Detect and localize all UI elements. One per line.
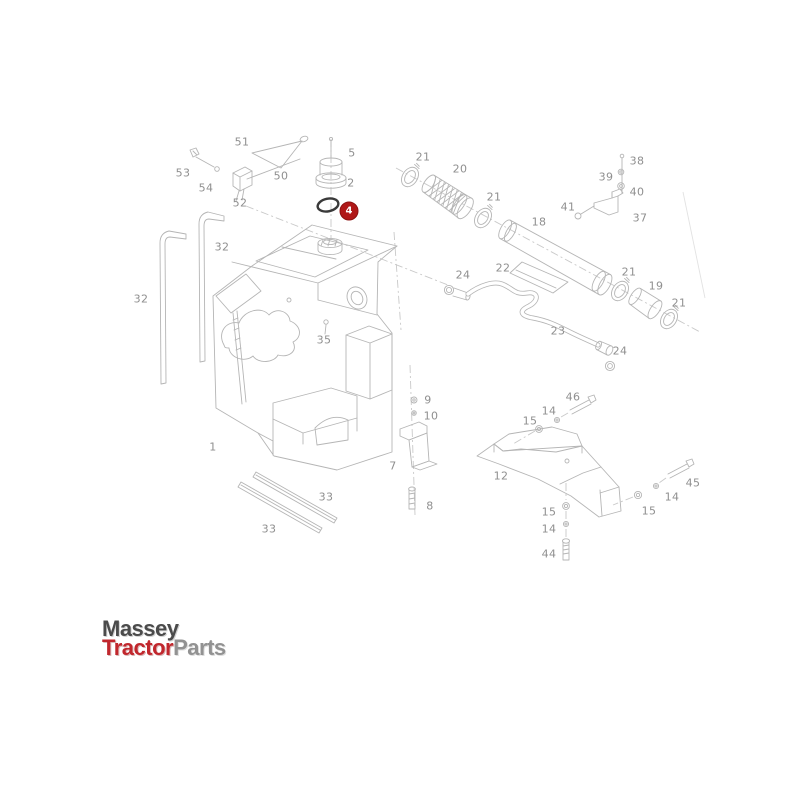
bracket-37-assembly: [574, 153, 625, 220]
logo-parts-text: Parts: [173, 635, 226, 660]
breather-hose-assembly: [443, 280, 616, 372]
line-art: [159, 135, 695, 561]
bracket-7-assembly: [399, 396, 438, 510]
projection-lines: [245, 139, 701, 538]
panel-edge-line: [682, 191, 706, 299]
fuel-tank: [212, 224, 398, 471]
hose-clamp: [401, 162, 420, 188]
hose-clamp: [474, 203, 493, 229]
filler-tube-assembly: [401, 162, 679, 330]
connector-hose: [628, 287, 663, 320]
logo-tractorparts-text: TractorParts: [102, 635, 226, 660]
hose-clamp: [660, 304, 679, 330]
highlighted-oring-seal: [316, 197, 340, 213]
filler-cap-assembly: [315, 136, 347, 189]
support-bracket-assembly: [476, 394, 695, 561]
site-logo: Massey TractorParts: [102, 616, 226, 660]
heat-pad: [509, 261, 569, 294]
logo-tractor-text: Tractor: [102, 635, 174, 660]
filler-tube: [498, 219, 613, 296]
fuel-sender-assembly: [189, 135, 309, 202]
skid-strips: [237, 471, 338, 534]
tank-straps: [159, 211, 225, 385]
hose-clamp: [611, 276, 630, 302]
logo-massey-text: Massey: [102, 616, 179, 641]
bellows-hose: [421, 174, 474, 220]
